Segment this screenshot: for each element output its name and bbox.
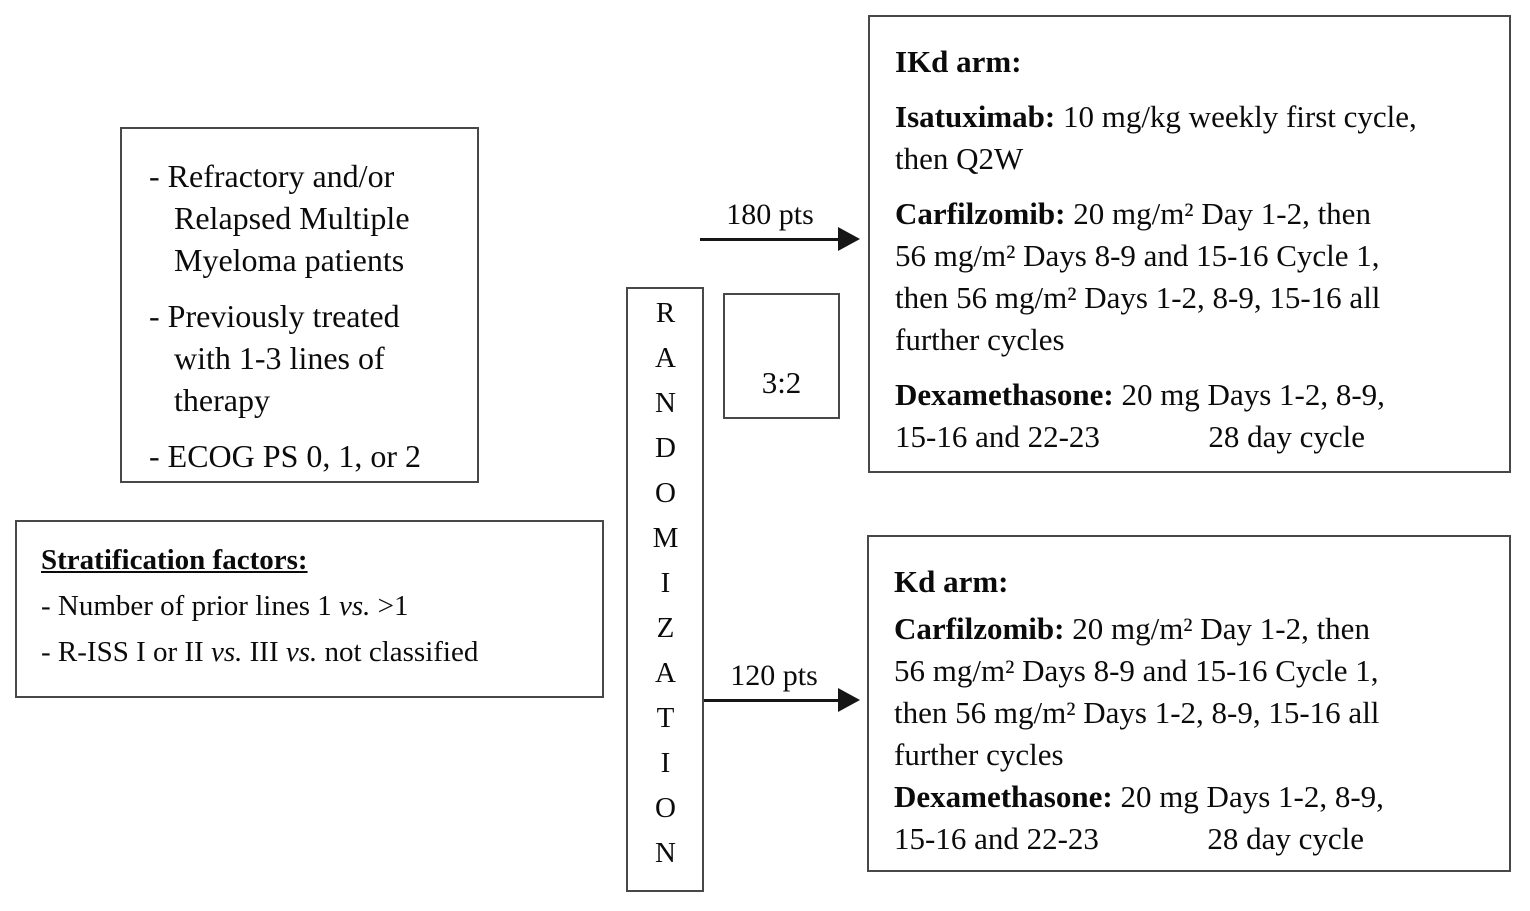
- kd-arm-box: Kd arm: Carfilzomib: 20 mg/m² Day 1-2, t…: [867, 535, 1511, 872]
- randomization-box: RANDOMIZATION: [626, 287, 704, 892]
- ikd-dexamethasone: Dexamethasone: 20 mg Days 1-2, 8-9, 15-1…: [895, 377, 1385, 454]
- kd-arrow: [704, 699, 840, 702]
- drug-name: Isatuximab:: [895, 99, 1056, 134]
- eligibility-item: - Refractory and/or Relapsed Multiple My…: [149, 158, 410, 278]
- kd-arrowhead-icon: [838, 688, 860, 712]
- ikd-isatuximab: Isatuximab: 10 mg/kg weekly first cycle,…: [895, 99, 1417, 176]
- ikd-arm-title: IKd arm:: [895, 44, 1022, 79]
- kd-dexamethasone: Dexamethasone: 20 mg Days 1-2, 8-9, 15-1…: [894, 779, 1384, 856]
- kd-arm-title: Kd arm:: [894, 564, 1009, 599]
- randomization-label: RANDOMIZATION: [649, 297, 682, 882]
- stratification-box: Stratification factors: - Number of prio…: [15, 520, 604, 698]
- stratification-factor: - Number of prior lines 1 vs. >1: [41, 590, 409, 622]
- ikd-arrow-label: 180 pts: [726, 198, 814, 231]
- ikd-arrow: [700, 238, 840, 241]
- ikd-arm-box: IKd arm: Isatuximab: 10 mg/kg weekly fir…: [868, 15, 1511, 473]
- eligibility-box: - Refractory and/or Relapsed Multiple My…: [120, 127, 479, 483]
- kd-arrow-label: 120 pts: [730, 659, 818, 692]
- drug-name: Dexamethasone:: [895, 377, 1114, 412]
- kd-carfilzomib: Carfilzomib: 20 mg/m² Day 1-2, then 56 m…: [894, 611, 1380, 772]
- ratio-box: 3:2: [723, 293, 840, 419]
- eligibility-item: - ECOG PS 0, 1, or 2: [149, 438, 422, 474]
- ikd-carfilzomib: Carfilzomib: 20 mg/m² Day 1-2, then 56 m…: [895, 196, 1381, 357]
- stratification-factor: - R-ISS I or II vs. III vs. not classifi…: [41, 636, 479, 668]
- stratification-title: Stratification factors:: [41, 544, 308, 576]
- ratio-label: 3:2: [761, 365, 802, 400]
- eligibility-item: - Previously treated with 1-3 lines of t…: [149, 298, 400, 418]
- drug-name: Carfilzomib:: [894, 611, 1065, 646]
- drug-name: Carfilzomib:: [895, 196, 1066, 231]
- ikd-arrowhead-icon: [838, 227, 860, 251]
- drug-name: Dexamethasone:: [894, 779, 1113, 814]
